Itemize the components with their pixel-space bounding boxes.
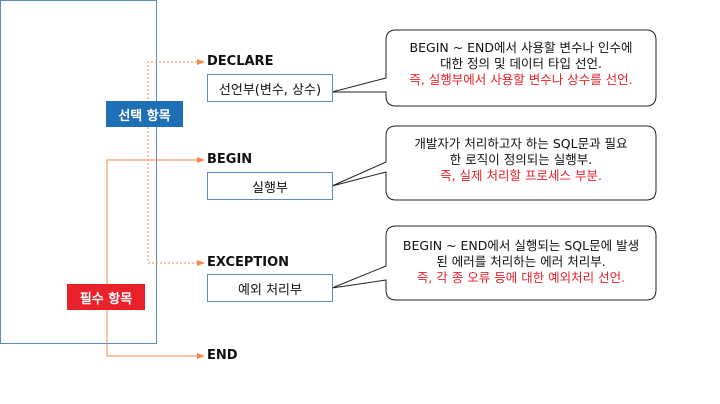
callout-begin-line2: 한 로직이 정의되는 실행부. bbox=[449, 152, 593, 167]
plsql-block-frame bbox=[0, 0, 157, 344]
declare-keyword: DECLARE bbox=[207, 54, 274, 69]
arrow-declare bbox=[197, 59, 205, 65]
callout-bubble-begin bbox=[331, 125, 657, 201]
callout-declare-line1: BEGIN ~ END에서 사용할 변수나 인수에 bbox=[409, 40, 633, 55]
callout-exception-line1: BEGIN ~ END에서 실행되는 SQL문에 발생 bbox=[402, 238, 640, 253]
optional-connectors bbox=[147, 61, 197, 264]
declare-section-box: 선언부(변수, 상수) bbox=[207, 74, 333, 102]
arrow-end bbox=[197, 353, 205, 359]
arrow-exception bbox=[197, 260, 205, 266]
callout-begin-line3: 즉, 실제 처리할 프로세스 부분. bbox=[440, 168, 602, 183]
begin-keyword: BEGIN bbox=[207, 152, 253, 167]
required-connectors bbox=[106, 159, 197, 357]
arrow-begin bbox=[197, 157, 205, 163]
callout-exception-line3: 즉, 각 종 오류 등에 대한 예외처리 선언. bbox=[416, 270, 626, 285]
callout-exception-line2: 된 에러를 처리하는 에러 처리부. bbox=[436, 254, 606, 269]
end-keyword: END bbox=[207, 348, 238, 363]
callout-begin: 개발자가 처리하고자 하는 SQL문과 필요 한 로직이 정의되는 실행부. 즉… bbox=[388, 136, 654, 184]
exception-section-box: 예외 처리부 bbox=[207, 274, 333, 302]
optional-items-tag: 선택 항목 bbox=[106, 101, 183, 127]
callout-bubble-declare bbox=[331, 29, 657, 107]
callout-declare: BEGIN ~ END에서 사용할 변수나 인수에 대한 정의 및 데이터 타입… bbox=[388, 40, 654, 88]
callout-begin-line1: 개발자가 처리하고자 하는 SQL문과 필요 bbox=[414, 136, 628, 151]
callout-exception: BEGIN ~ END에서 실행되는 SQL문에 발생 된 에러를 처리하는 에… bbox=[388, 238, 654, 286]
callout-declare-line3: 즉, 실행부에서 사용할 변수나 상수를 선언. bbox=[409, 72, 633, 87]
begin-section-box: 실행부 bbox=[207, 172, 333, 200]
exception-keyword: EXCEPTION bbox=[207, 255, 290, 270]
callout-bubble-exception bbox=[331, 225, 657, 301]
callout-declare-line2: 대한 정의 및 데이터 타입 선언. bbox=[440, 56, 602, 71]
required-items-tag: 필수 항목 bbox=[67, 284, 145, 310]
